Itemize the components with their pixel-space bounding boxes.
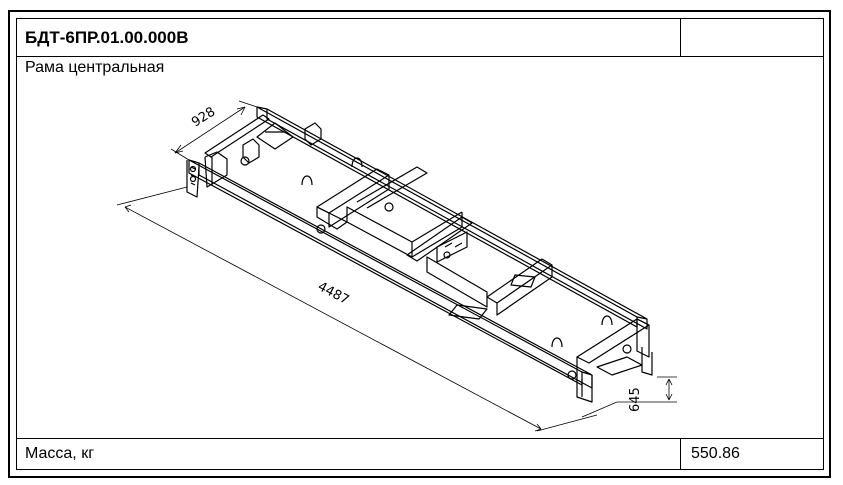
part-designation: БДТ-6ПР.01.00.000В	[17, 19, 681, 56]
center-box	[346, 166, 488, 308]
outer-frame	[8, 10, 831, 478]
dimension-height-value: 645	[628, 387, 643, 412]
mounting-plates	[316, 206, 643, 376]
cross-members	[204, 114, 650, 364]
isometric-drawing: 928 4487 645	[17, 57, 823, 437]
title-row: БДТ-6ПР.01.00.000В	[17, 19, 823, 57]
mass-value: 550.86	[691, 445, 740, 462]
part-name: Рама центральная	[25, 59, 165, 76]
title-empty-cell	[681, 19, 823, 56]
dimension-length-value: 4487	[315, 279, 351, 308]
pin-holes	[189, 156, 632, 380]
dimension-height	[581, 376, 677, 418]
rear-end-bracket	[576, 318, 653, 403]
dimension-length	[116, 186, 598, 432]
document-frame: БДТ-6ПР.01.00.000В Рама центральная	[16, 18, 824, 470]
u-bolts	[301, 157, 613, 348]
mass-row: Масса, кг 550.86	[17, 438, 823, 469]
mass-label: Масса, кг	[17, 439, 681, 469]
dimension-width	[170, 100, 258, 161]
frame-drawing-svg: 928 4487 645	[116, 100, 677, 432]
dimension-width-value: 928	[189, 105, 218, 131]
